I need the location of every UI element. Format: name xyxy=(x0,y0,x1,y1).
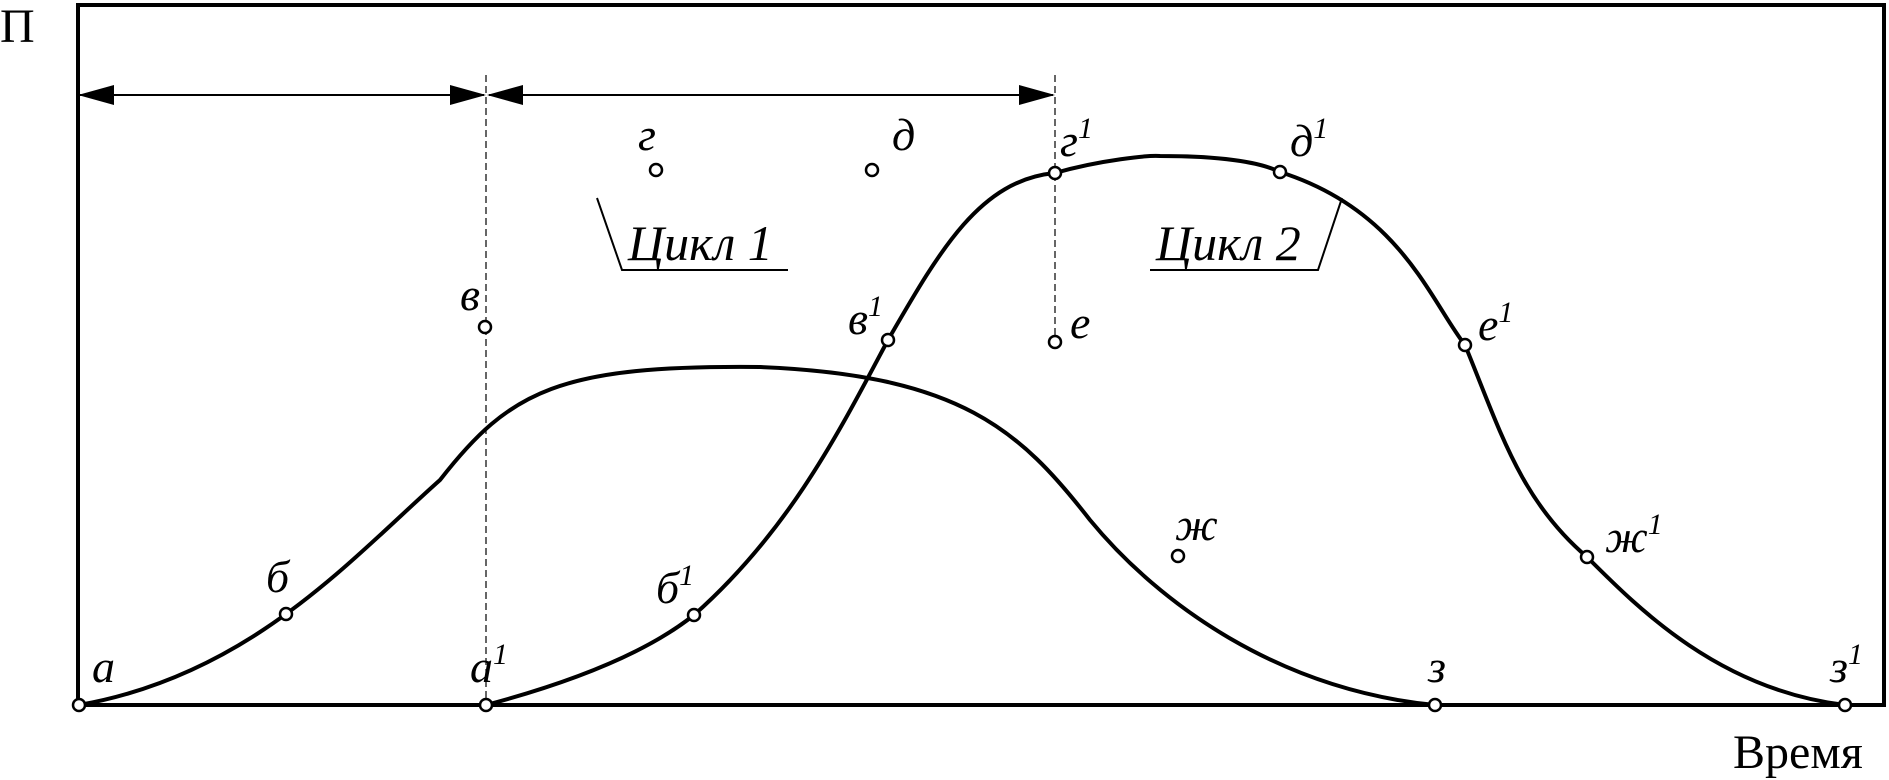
point-a: а xyxy=(71,641,115,713)
point-g1: г1 xyxy=(1047,112,1093,181)
point-g: г xyxy=(638,109,664,178)
point-g-label: г xyxy=(638,109,656,160)
cycle2-label: Цикл 2 xyxy=(1155,215,1301,271)
point-d1-label: д1 xyxy=(1290,112,1328,166)
cycle2-curve xyxy=(485,153,1846,707)
point-a1: а1 xyxy=(470,638,508,713)
point-b-label: б xyxy=(266,551,291,602)
point-v-label: в xyxy=(460,269,480,320)
point-a-label: а xyxy=(92,641,115,692)
cycle1-curve xyxy=(78,364,1436,707)
point-g1-label: г1 xyxy=(1060,112,1093,166)
point-z-label: з xyxy=(1427,641,1446,692)
point-d1: д1 xyxy=(1272,112,1328,180)
cycle2-label-group: Цикл 2 xyxy=(1150,197,1343,271)
point-d-label: д xyxy=(892,109,915,160)
cycle2-leader xyxy=(1150,197,1343,271)
point-zh1-label: ж1 xyxy=(1605,508,1663,562)
point-e1-label: е1 xyxy=(1478,296,1513,350)
point-e: е xyxy=(1047,297,1090,350)
point-b: б xyxy=(266,551,294,622)
point-zh1: ж1 xyxy=(1579,508,1663,565)
point-zh: ж xyxy=(1170,499,1218,564)
cycle1-leader xyxy=(596,197,788,271)
point-d: д xyxy=(864,109,915,178)
curve1-points: а б в г д е ж з xyxy=(71,109,1446,713)
point-z: з xyxy=(1427,641,1446,713)
x-axis-label: Время xyxy=(1733,726,1863,779)
point-zh-label: ж xyxy=(1175,499,1218,550)
point-z1-label: з1 xyxy=(1829,638,1863,692)
point-e-label: е xyxy=(1070,297,1090,348)
y-axis-label: П xyxy=(0,0,35,53)
point-z1: з1 xyxy=(1829,638,1863,713)
point-b1-label: б1 xyxy=(656,559,694,613)
cycle1-label-group: Цикл 1 xyxy=(596,197,788,271)
cycle1-label: Цикл 1 xyxy=(627,215,773,271)
point-a1-label: а1 xyxy=(470,638,508,692)
point-v: в xyxy=(460,269,493,335)
plot-frame xyxy=(76,3,1886,707)
point-v1: в1 xyxy=(848,290,896,348)
point-b1: б1 xyxy=(656,559,702,623)
point-v1-label: в1 xyxy=(848,290,883,344)
curve2-points: а1 б1 в1 г1 д1 е1 ж1 з1 xyxy=(470,112,1863,713)
point-e1: е1 xyxy=(1457,296,1513,353)
